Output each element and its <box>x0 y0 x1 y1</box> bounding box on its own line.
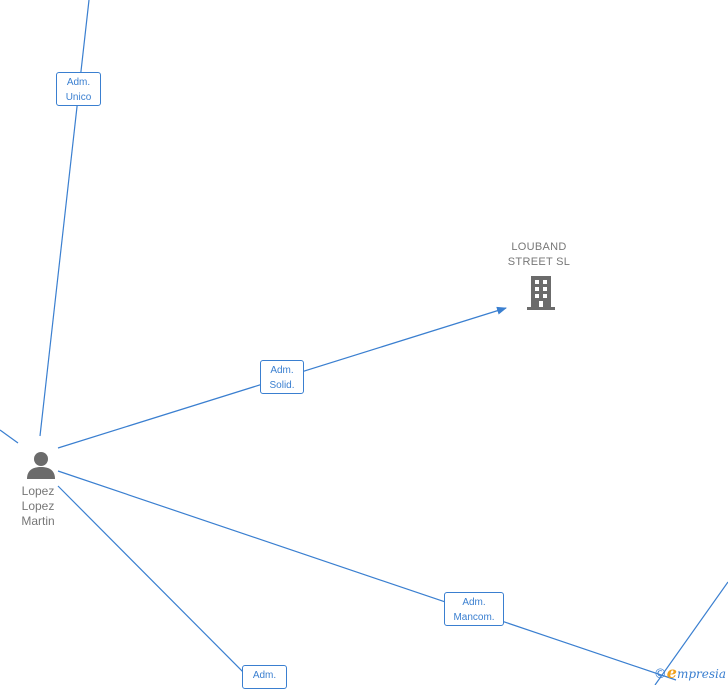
relation-role-line2: Mancom. <box>453 612 495 623</box>
edge-offscreen-right <box>654 581 728 685</box>
relation-role-line2: Unico <box>65 92 92 103</box>
relation-label-adm-mancom[interactable]: Adm. Mancom. <box>444 592 504 626</box>
edge-adm-unico <box>39 0 90 437</box>
relation-role-line1: Adm. <box>270 365 294 376</box>
relation-role-line1: Adm. <box>66 77 91 88</box>
brand-name: mpresia <box>676 667 726 681</box>
brand-initial: e <box>666 663 677 682</box>
person-name-line3: Martin <box>21 514 55 528</box>
person-name-line1: Lopez <box>21 484 55 498</box>
person-icon[interactable] <box>26 450 56 480</box>
company-name-line1: LOUBAND <box>511 241 567 253</box>
relation-label-adm-bottom[interactable]: Adm. <box>242 665 287 689</box>
person-name[interactable]: Lopez Lopez Martin <box>8 484 68 529</box>
person-name-line2: Lopez <box>21 499 55 513</box>
relation-label-adm-unico[interactable]: Adm. Unico <box>56 72 101 106</box>
edge-adm-bottom <box>57 485 257 685</box>
building-icon[interactable] <box>526 276 556 310</box>
relation-role-line1: Adm. <box>252 670 277 681</box>
edge-adm-mancom <box>57 470 677 681</box>
relation-role-line1: Adm. <box>462 597 486 608</box>
relation-role-line2: Solid. <box>269 380 295 391</box>
relation-label-adm-solid[interactable]: Adm. Solid. <box>260 360 304 394</box>
company-name[interactable]: LOUBAND STREET SL <box>496 240 582 270</box>
empresia-watermark: ©empresia <box>654 663 726 683</box>
edge-offscreen-left <box>0 429 19 444</box>
copyright-symbol: © <box>653 667 667 682</box>
company-name-line2: STREET SL <box>507 256 571 268</box>
